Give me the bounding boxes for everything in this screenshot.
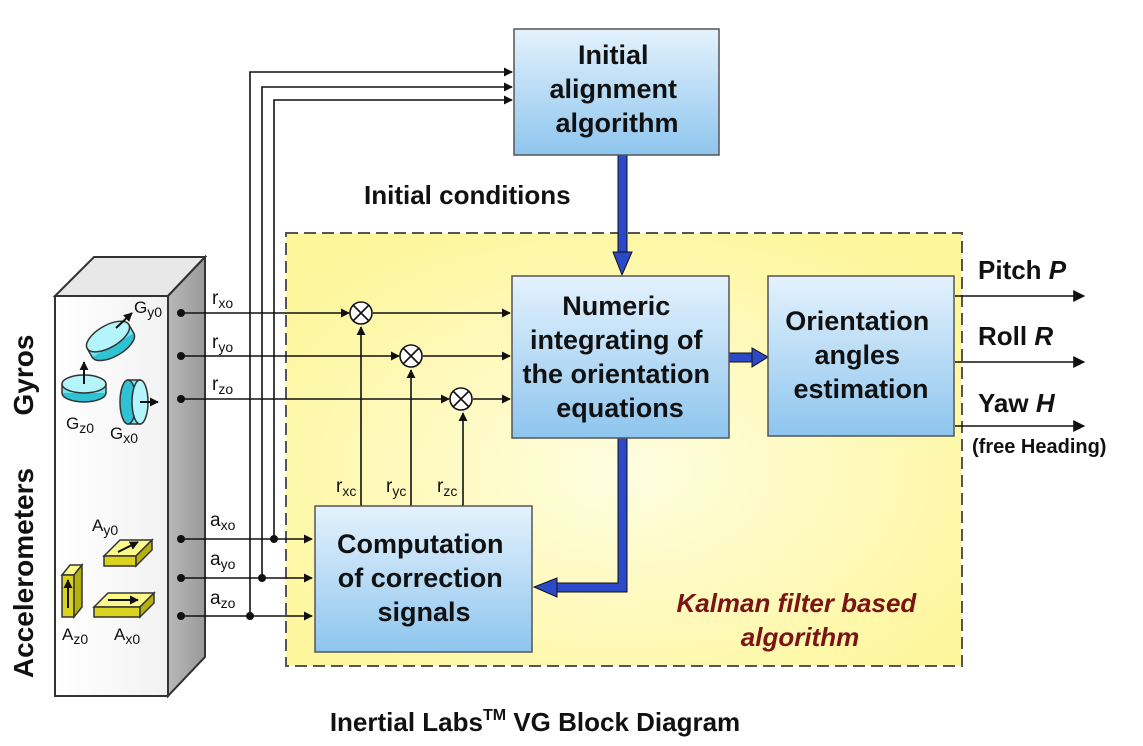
orientation-angles-text: Orientation angles estimation [785,306,937,404]
gyro-y-icon [85,320,136,362]
orientation-angles-block [767,275,955,437]
signal-ayo: ayo [210,549,236,572]
multiplier-z [449,387,473,411]
signal-rxc: rxc [336,476,356,499]
initial-alignment-text: Initial alignment algorithm [549,40,684,138]
accelerometers-label: Accelerometers [8,468,39,678]
diagram-caption: Inertial LabsTM VG Block Diagram [330,707,740,737]
signal-azo: azo [210,588,236,611]
accel-x-icon [92,591,156,619]
signal-ryc: ryc [386,476,406,499]
signal-rxo: rxo [212,288,233,311]
junction-dots [177,309,278,620]
accel-z-icon [60,562,84,620]
computation-text: Computation of correction signals [337,529,511,627]
signal-axo: axo [210,510,236,533]
numeric-integrating-block [511,275,730,439]
signal-wiring [180,67,1086,621]
gyro-x-icon [119,379,159,425]
kalman-label: Kalman filter based algorithm [676,588,923,652]
signal-rzc: rzc [437,476,457,499]
computation-block [314,505,533,653]
gyros-label: Gyros [8,335,39,416]
multiplier-y [399,344,423,368]
output-roll: Roll R [978,321,1053,351]
output-pitch: Pitch P [978,255,1067,285]
signal-rzo: rzo [212,374,233,397]
gyro-z-icon [61,361,107,403]
initial-alignment-block [513,28,720,156]
ax0-label: Ax0 [114,625,140,647]
az0-label: Az0 [62,625,88,647]
gx0-label: Gx0 [110,424,138,446]
numeric-integrating-text: Numeric integrating of the orientation e… [522,291,717,423]
output-yaw-note: (free Heading) [972,436,1106,458]
ay0-label: Ay0 [92,516,118,538]
signal-ryo: ryo [212,332,233,355]
accel-y-icon [102,538,154,568]
gyro-y-axis-arrow [115,312,133,329]
output-yaw: Yaw H [978,388,1056,418]
initial-conditions-label: Initial conditions [364,180,571,210]
multiplier-x [349,301,373,325]
sensor-unit [52,254,208,699]
gz0-label: Gz0 [66,414,94,436]
gy0-label: Gy0 [134,298,162,320]
